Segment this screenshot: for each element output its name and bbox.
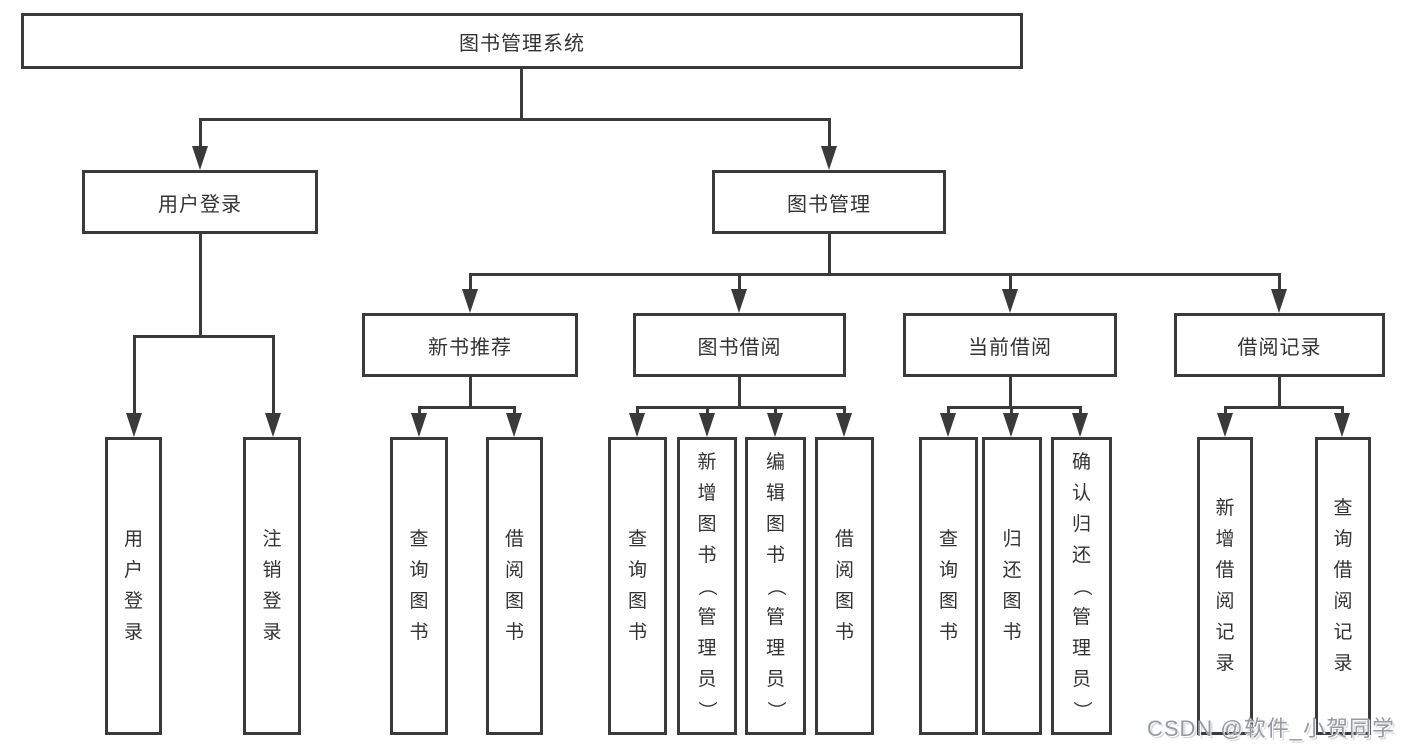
arrow-down-icon (126, 413, 142, 437)
node-label: 借阅图书 (504, 529, 524, 643)
connector-bookmgmt-stem (828, 234, 831, 276)
csdn-watermark: CSDN @软件_小贺同学 (1146, 716, 1395, 741)
leaf-query-borrow-record: 查询借阅记录 (1315, 437, 1371, 735)
arrow-down-icon (1003, 413, 1019, 437)
connector-records-branch (1224, 406, 1344, 409)
arrow-down-icon (629, 413, 645, 437)
node-label: 用户登录 (158, 193, 242, 216)
connector-userlogin-stem (199, 234, 202, 338)
arrow-down-icon (1002, 289, 1018, 313)
leaf-add-book-admin: 新增图书（管理员） (677, 437, 737, 735)
arrow-down-icon (1334, 413, 1350, 437)
connector-stem (1278, 273, 1281, 291)
connector-root-stem (520, 69, 523, 121)
connector-stem (1079, 406, 1082, 415)
node-label: 图书管理系统 (459, 32, 585, 55)
node-label: 查询图书 (627, 529, 647, 643)
node-label: 编辑图书（管理员） (764, 451, 786, 720)
leaf-query-books-recommend: 查询图书 (390, 437, 448, 735)
arrow-down-icon (265, 413, 281, 437)
connector-stem (738, 273, 741, 291)
connector-stem (1224, 406, 1227, 415)
leaf-add-borrow-record: 新增借阅记录 (1197, 437, 1253, 735)
node-label: 图书借阅 (697, 336, 782, 359)
node-root-system: 图书管理系统 (21, 13, 1023, 69)
arrow-down-icon (506, 413, 522, 437)
node-book-borrow: 图书借阅 (633, 313, 846, 377)
leaf-query-books-current: 查询图书 (919, 437, 978, 735)
arrow-down-icon (821, 146, 837, 170)
leaf-confirm-return-admin: 确认归还（管理员） (1051, 437, 1112, 735)
node-label: 注销登录 (262, 529, 282, 643)
leaf-borrow-books-recommend: 借阅图书 (486, 437, 543, 735)
connector-stem (636, 406, 639, 415)
node-label: 新书推荐 (428, 336, 512, 359)
node-new-book-recommend: 新书推荐 (362, 313, 578, 377)
connector-userlogin-branch (133, 335, 274, 338)
leaf-user-login: 用户登录 (105, 437, 162, 735)
connector-current-branch (947, 406, 1082, 409)
node-label: 图书管理 (787, 193, 871, 216)
node-borrow-records: 借阅记录 (1174, 313, 1385, 377)
leaf-return-books: 归还图书 (982, 437, 1042, 735)
arrow-down-icon (192, 146, 208, 170)
leaf-edit-book-admin: 编辑图书（管理员） (745, 437, 806, 735)
node-label: 新增图书（管理员） (696, 451, 718, 720)
leaf-query-books-borrow: 查询图书 (608, 437, 667, 735)
leaf-borrow-books: 借阅图书 (815, 437, 874, 735)
connector-recommend-branch (418, 406, 516, 409)
connector-root-branch (199, 118, 831, 121)
arrow-down-icon (1217, 413, 1233, 437)
connector-stem (843, 406, 846, 415)
connector-stem (1009, 273, 1012, 291)
connector-stem (133, 335, 136, 415)
connector-stem (774, 406, 777, 415)
node-label: 借阅图书 (834, 529, 854, 643)
leaf-logout: 注销登录 (243, 437, 301, 735)
connector-recommend-stem (469, 377, 472, 409)
connector-stem (706, 406, 709, 415)
connector-stem (513, 406, 516, 415)
node-book-management: 图书管理 (712, 170, 946, 234)
node-current-borrow: 当前借阅 (903, 313, 1117, 377)
node-user-login: 用户登录 (82, 170, 318, 234)
arrow-down-icon (836, 413, 852, 437)
connector-stem (828, 118, 831, 148)
connector-stem (1010, 406, 1013, 415)
node-label: 确认归还（管理员） (1070, 451, 1092, 720)
node-label: 借阅记录 (1237, 336, 1322, 359)
node-label: 查询借阅记录 (1333, 498, 1353, 674)
connector-stem (418, 406, 421, 415)
node-label: 新增借阅记录 (1215, 498, 1235, 674)
arrow-down-icon (699, 413, 715, 437)
connector-borrow-branch (636, 406, 846, 409)
connector-stem (1341, 406, 1344, 415)
connector-stem (469, 273, 472, 291)
connector-stem (947, 406, 950, 415)
connector-current-stem (1009, 377, 1012, 409)
connector-borrow-stem (738, 377, 741, 409)
arrow-down-icon (1271, 289, 1287, 313)
arrow-down-icon (462, 289, 478, 313)
node-label: 当前借阅 (968, 336, 1052, 359)
arrow-down-icon (1072, 413, 1088, 437)
connector-records-stem (1278, 377, 1281, 409)
connector-stem (272, 335, 275, 415)
node-label: 用户登录 (123, 529, 143, 643)
arrow-down-icon (940, 413, 956, 437)
node-label: 查询图书 (938, 529, 958, 643)
node-label: 查询图书 (409, 529, 429, 643)
connector-stem (199, 118, 202, 148)
arrow-down-icon (767, 413, 783, 437)
arrow-down-icon (411, 413, 427, 437)
node-label: 归还图书 (1002, 529, 1022, 643)
connector-bookmgmt-branch (469, 273, 1280, 276)
arrow-down-icon (731, 289, 747, 313)
